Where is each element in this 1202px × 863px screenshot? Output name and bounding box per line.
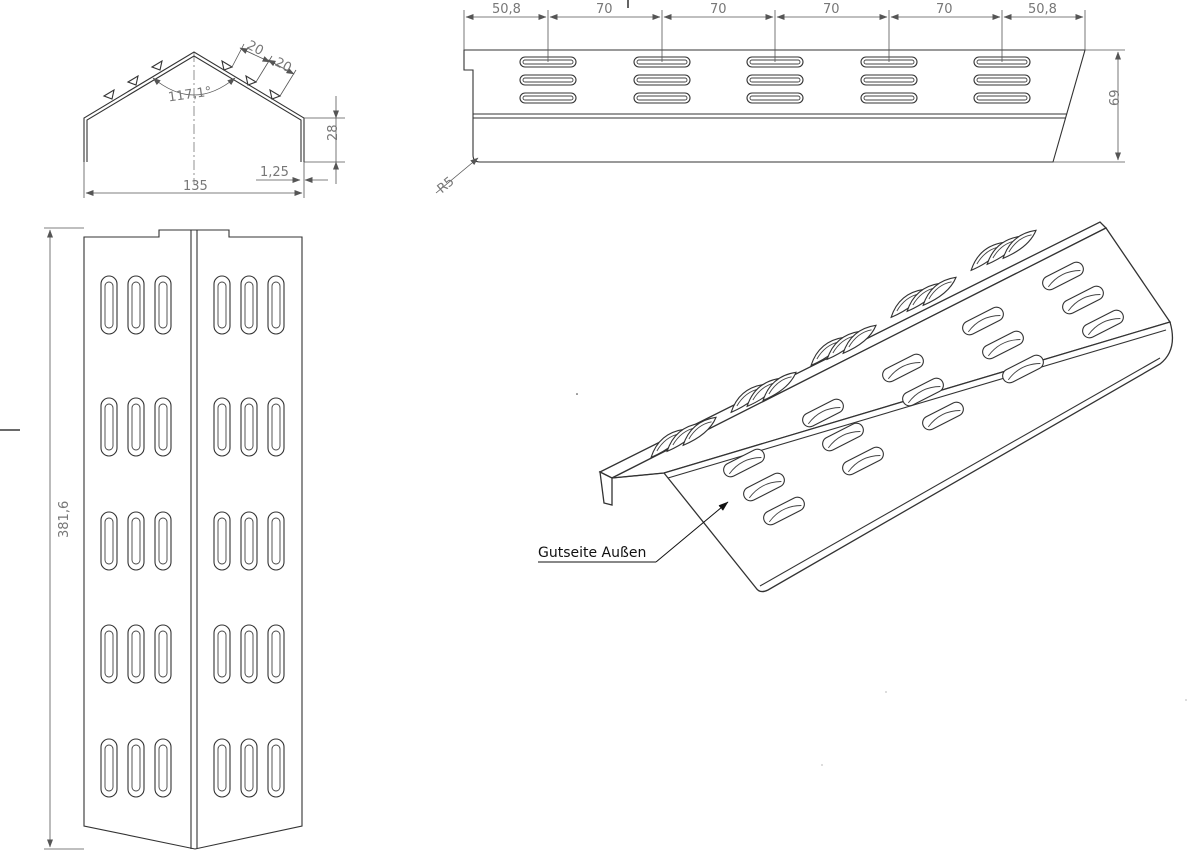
- side-slot: [519, 74, 577, 86]
- width-label: 135: [183, 179, 208, 194]
- side-slot: [746, 74, 804, 86]
- iso-slot: [802, 398, 844, 428]
- iso-slot: [743, 472, 785, 502]
- iso-slot: [982, 330, 1024, 360]
- side-slot: [633, 92, 691, 104]
- front-slot: [154, 624, 172, 684]
- end-view-profile-inner: [86, 55, 302, 162]
- length-label: 381,6: [57, 501, 72, 538]
- side-slot: [860, 74, 918, 86]
- end-view-profile: [83, 51, 305, 162]
- iso-ridge-louver: [842, 324, 877, 355]
- iso-slot: [723, 448, 765, 478]
- iso-slot: [902, 377, 944, 407]
- front-slot: [213, 624, 231, 684]
- iso-face-slots: [723, 261, 1124, 526]
- segment-1-label: 50,8: [492, 2, 521, 17]
- iso-slot: [962, 306, 1004, 336]
- front-slot: [267, 275, 285, 335]
- end-view-louvers-right: [221, 59, 282, 100]
- front-slot: [213, 738, 231, 798]
- iso-slot: [822, 422, 864, 452]
- front-view: 381,6: [44, 227, 303, 850]
- front-slot: [100, 624, 118, 684]
- side-slot: [633, 74, 691, 86]
- iso-slot: [1042, 261, 1084, 291]
- front-slot: [100, 511, 118, 571]
- segment-5-label: 70: [936, 2, 953, 17]
- angle-label: 117,1°: [167, 84, 212, 105]
- iso-ridge-louver: [1002, 229, 1037, 260]
- height-label: 28: [326, 124, 341, 141]
- iso-front-face: [662, 321, 1174, 593]
- front-slot: [127, 738, 145, 798]
- spacing-2-label: 20: [272, 55, 294, 76]
- front-slot: [127, 624, 145, 684]
- thickness-label: 1,25: [260, 165, 289, 180]
- segment-3-label: 70: [710, 2, 727, 17]
- front-slot: [127, 511, 145, 571]
- front-slot: [240, 275, 258, 335]
- iso-slot: [763, 496, 805, 526]
- front-slot: [240, 397, 258, 457]
- end-view: 117,1° 20 20 28 1,25 135: [83, 38, 345, 198]
- front-slot: [213, 275, 231, 335]
- front-slot: [213, 397, 231, 457]
- front-slot: [213, 511, 231, 571]
- iso-ridge-louver: [762, 371, 797, 402]
- segment-2-label: 70: [596, 2, 613, 17]
- front-slot: [267, 511, 285, 571]
- front-slot: [154, 275, 172, 335]
- front-slot: [240, 624, 258, 684]
- front-slot: [127, 397, 145, 457]
- iso-slot: [882, 353, 924, 383]
- side-view-slots: [519, 56, 1031, 104]
- front-slot: [267, 397, 285, 457]
- front-slot: [100, 738, 118, 798]
- iso-slot: [1062, 285, 1104, 315]
- side-slot: [519, 92, 577, 104]
- spacing-1-label: 20: [244, 38, 266, 59]
- iso-ridge-louver: [682, 416, 717, 447]
- side-slot: [973, 74, 1031, 86]
- iso-ridge-louver: [922, 276, 957, 307]
- front-slot: [154, 738, 172, 798]
- segment-6-label: 50,8: [1028, 2, 1057, 17]
- front-slot: [100, 397, 118, 457]
- side-slot: [746, 92, 804, 104]
- annotation-label: Gutseite Außen: [538, 545, 646, 561]
- segment-4-label: 70: [823, 2, 840, 17]
- front-slot: [267, 624, 285, 684]
- side-view: 50,8 70 70 70 70 50,8 69 R5: [435, 0, 1125, 197]
- iso-ridge-louvers: [650, 229, 1037, 459]
- front-slot: [154, 511, 172, 571]
- front-slot: [127, 275, 145, 335]
- front-slot: [154, 397, 172, 457]
- isometric-view: Gutseite Außen: [538, 221, 1174, 593]
- front-view-outline: [83, 229, 303, 850]
- front-slot: [240, 738, 258, 798]
- side-slot: [973, 92, 1031, 104]
- front-slot: [100, 275, 118, 335]
- angle-arc: [152, 77, 236, 96]
- front-view-slots: [100, 275, 285, 798]
- iso-back-lip: [599, 470, 613, 506]
- front-slot: [267, 738, 285, 798]
- iso-slot: [842, 446, 884, 476]
- iso-slot: [922, 401, 964, 431]
- side-slot: [860, 92, 918, 104]
- side-height-label: 69: [1108, 89, 1123, 106]
- iso-slot: [1082, 309, 1124, 339]
- iso-slot: [1002, 354, 1044, 384]
- front-slot: [240, 511, 258, 571]
- end-view-louvers-left: [102, 59, 163, 100]
